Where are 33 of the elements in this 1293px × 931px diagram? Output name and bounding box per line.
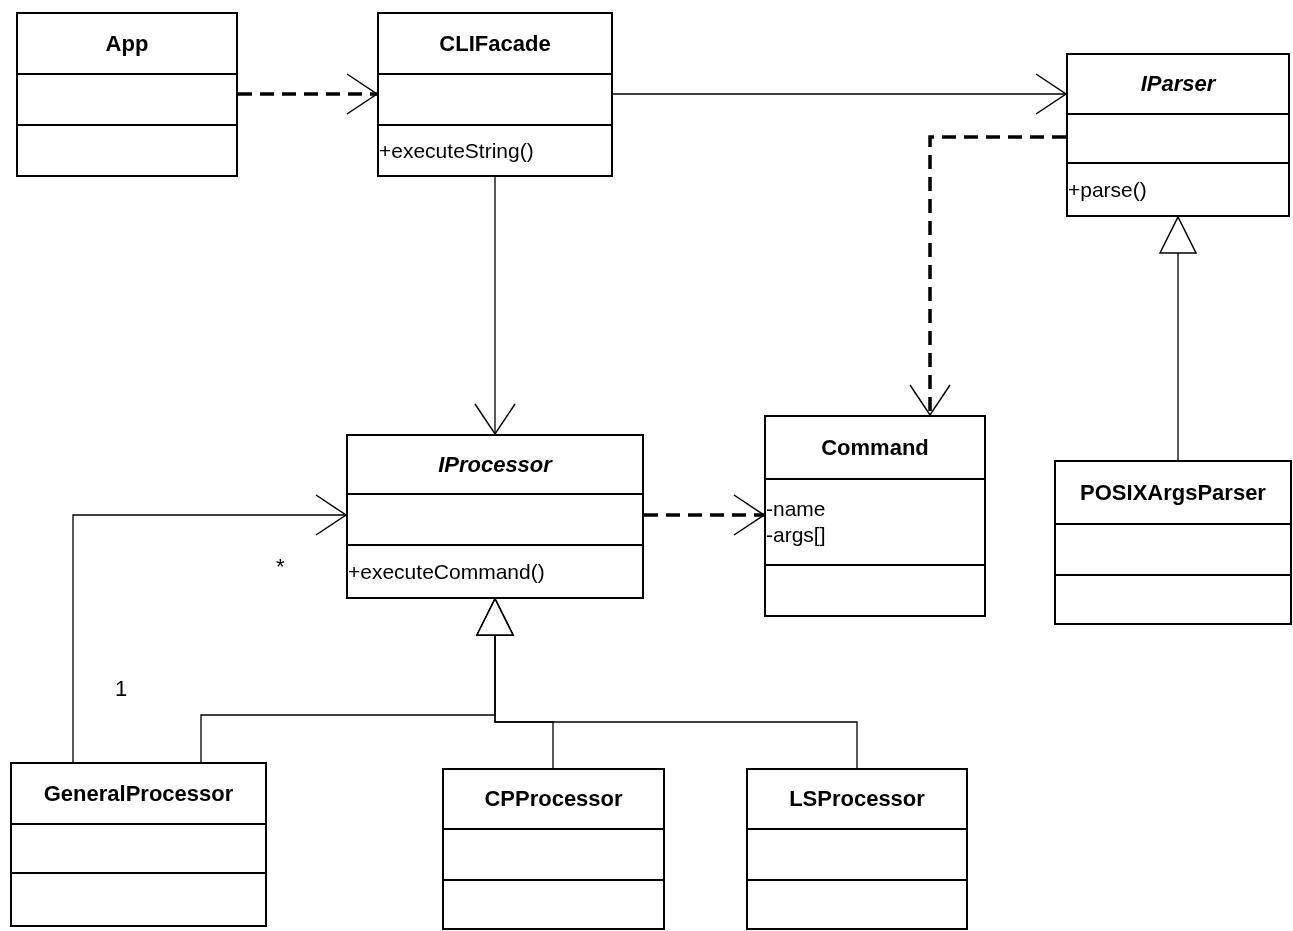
method-text: +executeCommand() <box>348 558 545 585</box>
class-name: IParser <box>1140 70 1216 99</box>
class-box <box>1066 53 1290 217</box>
class-box <box>10 762 267 927</box>
class-name: CPProcessor <box>484 785 623 814</box>
class-name: POSIXArgsParser <box>1080 479 1266 508</box>
attribute-text: -name <box>766 495 826 522</box>
association-arrow <box>474 176 516 435</box>
class-box <box>764 415 986 617</box>
multiplicity-label: 1 <box>115 675 128 703</box>
attribute-text: -args[] <box>766 521 826 548</box>
class-box <box>377 12 613 177</box>
class-name: CLIFacade <box>439 29 551 58</box>
inheritance-arrow <box>1159 216 1197 461</box>
class-box <box>442 768 665 930</box>
inheritance-arrow <box>476 598 858 769</box>
class-name: LSProcessor <box>789 785 925 814</box>
association-arrow <box>72 494 347 763</box>
multiplicity-label: * <box>276 553 285 581</box>
class-box <box>746 768 968 930</box>
class-name: GeneralProcessor <box>43 779 234 808</box>
dependency-arrow <box>238 73 378 115</box>
class-name: App <box>105 29 149 58</box>
class-box <box>1054 460 1292 625</box>
class-name: Command <box>821 433 929 462</box>
dependency-arrow <box>909 135 1066 416</box>
method-text: +executeString() <box>379 137 534 164</box>
association-arrow <box>612 73 1067 115</box>
method-text: +parse() <box>1068 176 1147 203</box>
class-box <box>346 434 644 599</box>
class-box <box>16 12 238 177</box>
dependency-arrow <box>644 494 765 536</box>
class-name: IProcessor <box>438 450 552 479</box>
